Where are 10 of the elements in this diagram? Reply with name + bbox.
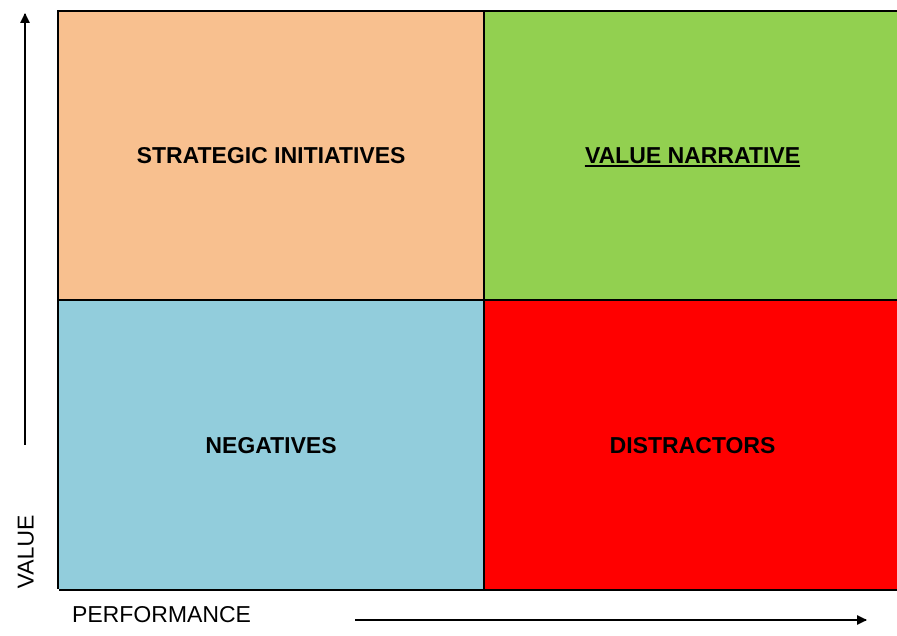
axis-label: PERFORMANCE — [72, 601, 251, 628]
quadrant-box — [485, 12, 897, 301]
quadrant-title: NEGATIVES — [205, 432, 337, 458]
quadrant-box — [59, 301, 485, 591]
axis-label: VALUE — [12, 513, 40, 590]
quadrant-title: STRATEGIC INITIATIVES — [136, 142, 406, 169]
quadrant-title: VALUE NARRATIVE — [584, 142, 800, 169]
quadrant-title: DISTRACTORS — [610, 432, 776, 458]
quadrant-box — [59, 12, 485, 301]
quadrant-box — [485, 301, 897, 591]
